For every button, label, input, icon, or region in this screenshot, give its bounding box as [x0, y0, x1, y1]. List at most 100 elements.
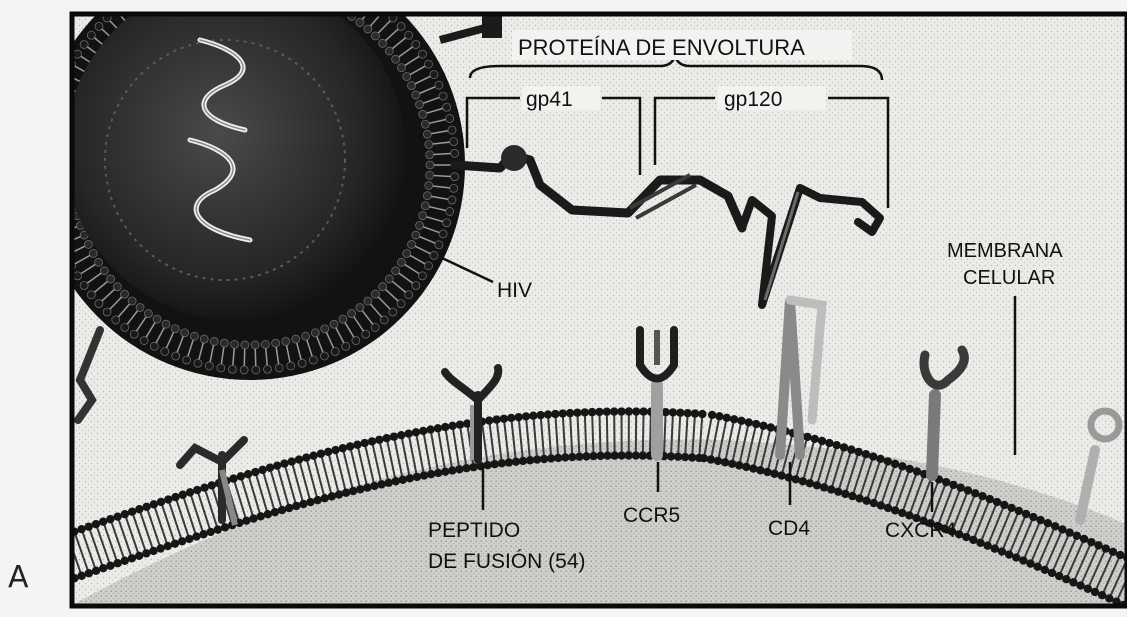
lipid-head: [855, 494, 863, 502]
virus-lipid-head: [389, 308, 397, 316]
lipid-head: [448, 466, 456, 474]
lipid-head: [1062, 575, 1070, 583]
virus-lipid-head: [252, 366, 260, 374]
virus-lipid-head: [330, 320, 338, 328]
virus-lipid-head: [448, 196, 456, 204]
lipid-head: [1007, 504, 1015, 512]
virus-lipid-head: [397, 258, 405, 266]
virus-lipid-head: [171, 325, 179, 333]
lipid-head: [128, 554, 136, 562]
lipid-head: [257, 512, 265, 520]
virus-lipid-head: [339, 315, 347, 323]
virus-lipid-head: [419, 212, 427, 220]
virus-lipid-head: [408, 82, 416, 90]
virus-lipid-head: [435, 81, 443, 89]
lipid-head: [406, 474, 414, 482]
lipid-head: [827, 485, 835, 493]
virus-lipid-head: [364, 297, 372, 305]
virus-lipid-head: [153, 315, 161, 323]
lipid-head: [258, 466, 266, 474]
virus-lipid-head: [183, 356, 191, 364]
lipid-head: [156, 544, 164, 552]
virus-lipid-head: [321, 325, 329, 333]
lipid-head: [777, 471, 785, 479]
lipid-head: [121, 557, 129, 565]
lipid-head: [749, 464, 757, 472]
lipid-head: [813, 481, 821, 489]
lipid-head: [978, 492, 986, 500]
virus-lipid-head: [356, 304, 364, 312]
lipid-head: [1019, 556, 1027, 564]
lipid-head: [792, 475, 800, 483]
gp120-label: gp120: [724, 88, 782, 111]
lipid-head: [770, 470, 778, 478]
lipid-head: [199, 530, 207, 538]
virus-lipid-head: [426, 161, 434, 169]
lipid-head: [455, 465, 463, 473]
lipid-head: [737, 417, 745, 425]
lipid-head: [862, 450, 870, 458]
lipid-head: [832, 441, 840, 449]
lipid-head: [698, 410, 706, 418]
virus-lipid-head: [121, 290, 129, 298]
lipid-head: [142, 503, 150, 511]
virus-lipid-head: [356, 18, 364, 26]
lipid-head: [714, 457, 722, 465]
lipid-head: [551, 410, 559, 418]
virus-lipid-head: [416, 101, 424, 109]
virus-lipid-head: [371, 290, 379, 298]
lipid-head: [192, 532, 200, 540]
lipid-head: [271, 508, 279, 516]
virus-lipid-head: [87, 291, 95, 299]
lipid-head: [349, 487, 357, 495]
lipid-head: [384, 479, 392, 487]
lipid-head: [767, 423, 775, 431]
lipid-head: [128, 508, 136, 516]
lipid-head: [840, 443, 848, 451]
lipid-head: [603, 408, 611, 416]
lipid-head: [1022, 510, 1030, 518]
virus-lipid-head: [418, 272, 426, 280]
lipid-head: [847, 445, 855, 453]
virus-lipid-head: [172, 352, 180, 360]
lipid-head: [949, 481, 957, 489]
virus-lipid-head: [298, 359, 306, 367]
lipid-head: [483, 461, 491, 469]
lipid-tail: [600, 416, 601, 452]
lipid-head: [1080, 535, 1088, 543]
lipid-head: [370, 482, 378, 490]
lipid-head: [581, 408, 589, 416]
lipid-head: [558, 409, 566, 417]
lipid-head: [85, 522, 93, 530]
virus-lipid-head: [392, 55, 400, 63]
lipid-head: [214, 525, 222, 533]
virus-lipid-head: [302, 332, 310, 340]
virus-lipid-head: [194, 359, 202, 367]
lipid-head: [185, 535, 193, 543]
virus-lipid-head: [205, 362, 213, 370]
lipid-head: [869, 452, 877, 460]
lipid-head: [1000, 501, 1008, 509]
lipid-head: [957, 483, 965, 491]
virus-lipid-head: [412, 41, 420, 49]
lipid-head: [998, 547, 1006, 555]
cd4-label: CD4: [768, 517, 810, 540]
lipid-head: [728, 460, 736, 468]
lipid-head: [77, 572, 85, 580]
lipid-head: [399, 476, 407, 484]
lipid-head: [1051, 522, 1059, 530]
cxcr4-label: CXCR4: [885, 519, 957, 542]
virus-lipid-head: [371, 323, 379, 331]
virus-lipid-head: [190, 332, 198, 340]
lipid-head: [264, 510, 272, 518]
lipid-head: [752, 420, 760, 428]
lipid-head: [448, 422, 456, 430]
lipid-head: [735, 461, 743, 469]
lipid-head: [617, 407, 625, 415]
virus-lipid-head: [364, 25, 372, 33]
lipid-head: [514, 413, 522, 421]
lipid-head: [742, 463, 750, 471]
lipid-head: [363, 483, 371, 491]
virus-lipid-head: [423, 192, 431, 200]
virus-lipid-head: [443, 219, 451, 227]
